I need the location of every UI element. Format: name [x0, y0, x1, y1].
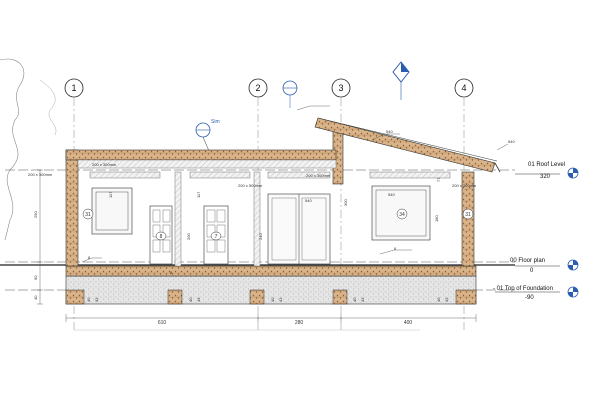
level-target-icon — [567, 286, 579, 298]
dim-label: 180 — [434, 215, 439, 222]
dim-label: 77 — [436, 177, 441, 182]
level-floor[interactable]: 00 Floor plan 0 — [510, 258, 579, 274]
level-foundation-name: - 01 Top of Foundation — [493, 286, 553, 292]
roof-slab-flat — [65, 149, 337, 161]
window-31-left[interactable]: 31 — [82, 187, 133, 235]
grid-label-3: 3 — [338, 83, 343, 93]
partition-a — [174, 171, 182, 267]
grid-bubble-1[interactable]: 1 — [64, 78, 84, 98]
level-floor-name: 00 Floor plan — [510, 258, 545, 264]
dim-label: 90 — [33, 275, 38, 280]
roof-parapet — [77, 159, 337, 169]
dim-label: 117 — [196, 191, 201, 198]
partition-b — [253, 171, 261, 267]
dim-label: 40 — [270, 297, 275, 302]
lintels — [89, 171, 451, 179]
elevation-marker-a[interactable] — [282, 80, 298, 108]
tag-label: 8 — [394, 246, 397, 251]
window-34[interactable]: 34 — [371, 185, 431, 241]
tag-label: 8 — [170, 270, 173, 275]
grid-label-4: 4 — [461, 83, 466, 93]
lintel-label: 200 x 300mm — [28, 172, 53, 177]
grid-label-1: 1 — [71, 83, 76, 93]
dim-label: 200 — [186, 233, 191, 240]
dim-label: 43 — [278, 297, 283, 302]
dim-label-bottom-3: 400 — [404, 320, 413, 326]
roof-gutter — [494, 162, 501, 173]
dim-label: 40 — [86, 297, 91, 302]
wall-left — [65, 149, 79, 267]
window-31-right[interactable]: 31 — [462, 208, 474, 220]
level-target-icon — [567, 167, 579, 179]
tag-label: 540 — [508, 139, 515, 144]
window-tag: 31 — [465, 212, 471, 218]
door-8[interactable]: 8 — [149, 205, 173, 265]
contour-line-2 — [39, 79, 57, 136]
door-7[interactable]: 7 — [203, 205, 229, 265]
dim-label: 40 — [352, 297, 357, 302]
level-roof[interactable]: 01 Roof Level 320 — [515, 162, 579, 180]
dim-label: 290 — [33, 211, 38, 218]
floor-slab — [65, 265, 477, 277]
tag-label: 8 — [88, 255, 91, 260]
dim-label: 40 — [436, 297, 441, 302]
level-target-icon — [567, 259, 579, 271]
dim-label: 40 — [33, 295, 38, 300]
dim-label: 240 — [258, 233, 263, 240]
dim-label-bottom-1: 610 — [158, 320, 167, 326]
grid-bubble-3[interactable]: 3 — [331, 78, 351, 98]
dim-label: 43 — [196, 297, 201, 302]
left-dim-chain — [37, 169, 43, 305]
level-foundation-elev: -90 — [525, 295, 534, 301]
contour-line — [0, 58, 25, 241]
lintel-label: 200 x 300mm — [306, 173, 331, 178]
tag-label: 540 — [305, 198, 312, 203]
section-marker-top[interactable] — [392, 61, 410, 100]
grid-bubble-2[interactable]: 2 — [248, 78, 268, 98]
level-foundation[interactable]: - 01 Top of Foundation -90 — [493, 286, 579, 301]
lintel-label: 200 x 300mm — [92, 162, 117, 167]
grid-label-2: 2 — [255, 83, 260, 93]
foundation-footings — [65, 289, 477, 305]
sliding-door[interactable] — [267, 193, 331, 265]
section-callout-sim[interactable]: Sim — [195, 119, 220, 159]
dim-label: 43 — [94, 297, 99, 302]
bottom-dim-chain — [65, 314, 477, 322]
dim-label-bottom-2: 280 — [295, 320, 304, 326]
roof-slab-sloped — [314, 117, 496, 173]
level-roof-elev: 320 — [540, 174, 551, 180]
dim-label: 43 — [360, 297, 365, 302]
section-tag-label: Sim — [211, 119, 220, 125]
window-tag: 31 — [85, 212, 91, 218]
door-tag: 7 — [215, 234, 218, 240]
lintel-label: 200 x 500mm — [238, 183, 263, 188]
dim-label: 300 — [343, 199, 348, 206]
door-tag: 8 — [160, 234, 163, 240]
level-roof-name: 01 Roof Level — [528, 162, 565, 168]
leader-lines — [81, 105, 509, 263]
tag-label: 540 — [386, 129, 393, 134]
tag-label: 540 — [388, 192, 395, 197]
grid-bubble-4[interactable]: 4 — [454, 78, 474, 98]
dim-label: 43 — [444, 297, 449, 302]
dim-label: 117 — [108, 191, 113, 198]
dim-label: 40 — [188, 297, 193, 302]
window-tag: 34 — [399, 212, 405, 218]
level-floor-elev: 0 — [530, 268, 534, 274]
lintel-label: 200 x 300mm — [452, 183, 477, 188]
